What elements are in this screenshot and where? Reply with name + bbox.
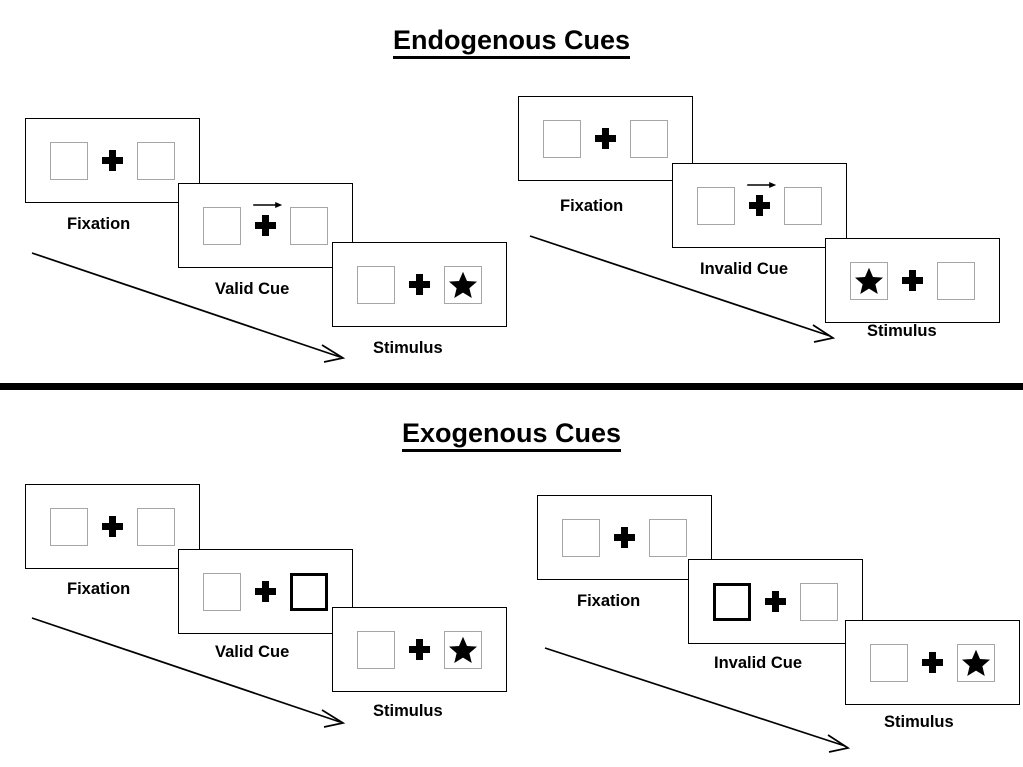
caption-endo-invalid-stimulus: Stimulus bbox=[867, 322, 937, 340]
caption-endo-valid-cue: Valid Cue bbox=[215, 280, 290, 298]
left-cued-box bbox=[713, 582, 751, 621]
section-title-endogenous-text: Endogenous Cues bbox=[392, 25, 630, 60]
caption-endo-invalid-cue: Invalid Cue bbox=[700, 260, 789, 278]
frame-content bbox=[50, 141, 175, 180]
right-placeholder-box bbox=[784, 186, 822, 225]
plus-icon bbox=[595, 128, 616, 149]
plus-icon bbox=[102, 150, 123, 171]
left-placeholder-box bbox=[543, 119, 581, 158]
left-placeholder-box bbox=[50, 141, 88, 180]
frame-content bbox=[357, 265, 482, 304]
frame-content bbox=[203, 572, 328, 611]
frame-endo-invalid-fixation[interactable] bbox=[518, 96, 693, 181]
frame-content bbox=[203, 202, 328, 245]
section-title-exogenous: Exogenous Cues bbox=[0, 418, 1023, 453]
star-icon bbox=[854, 266, 884, 296]
left-placeholder-box bbox=[203, 206, 241, 245]
plus-icon bbox=[255, 581, 276, 602]
plus-icon bbox=[765, 591, 786, 612]
plus-icon bbox=[409, 274, 430, 295]
frame-exo-valid-fixation[interactable] bbox=[25, 484, 200, 569]
left-placeholder-box bbox=[203, 572, 241, 611]
left-placeholder-box bbox=[50, 507, 88, 546]
right-placeholder-box bbox=[137, 141, 175, 180]
star-icon bbox=[448, 635, 478, 665]
frame-content bbox=[50, 507, 175, 546]
caption-exo-valid-cue: Valid Cue bbox=[215, 643, 290, 661]
caption-exo-valid-fixation: Fixation bbox=[67, 580, 131, 598]
frame-exo-invalid-cue[interactable] bbox=[688, 559, 863, 644]
plus-icon bbox=[922, 652, 943, 673]
arrow-right-icon bbox=[746, 182, 776, 188]
frame-content bbox=[713, 582, 838, 621]
left-placeholder-box bbox=[562, 518, 600, 557]
frame-endo-invalid-stimulus[interactable] bbox=[825, 238, 1000, 323]
frame-exo-invalid-stimulus[interactable] bbox=[845, 620, 1020, 705]
frame-endo-valid-cue[interactable] bbox=[178, 183, 353, 268]
caption-endo-valid-fixation: Fixation bbox=[67, 215, 131, 233]
left-placeholder-box bbox=[357, 630, 395, 669]
frame-exo-valid-cue[interactable] bbox=[178, 549, 353, 634]
caption-exo-valid-stimulus: Stimulus bbox=[373, 702, 443, 720]
left-placeholder-box bbox=[850, 261, 888, 300]
right-placeholder-box bbox=[800, 582, 838, 621]
right-cued-box bbox=[290, 572, 328, 611]
frame-endo-valid-fixation[interactable] bbox=[25, 118, 200, 203]
frame-content bbox=[870, 643, 995, 682]
right-placeholder-box bbox=[649, 518, 687, 557]
plus-icon bbox=[902, 270, 923, 291]
right-placeholder-box bbox=[137, 507, 175, 546]
time-flow-arrow-exo-invalid bbox=[544, 647, 851, 753]
frame-content bbox=[357, 630, 482, 669]
frame-endo-invalid-cue[interactable] bbox=[672, 163, 847, 248]
plus-icon bbox=[746, 182, 776, 216]
section-title-exogenous-text: Exogenous Cues bbox=[401, 418, 622, 453]
caption-exo-invalid-cue: Invalid Cue bbox=[714, 654, 803, 672]
right-placeholder-box bbox=[937, 261, 975, 300]
left-placeholder-box bbox=[870, 643, 908, 682]
right-placeholder-box bbox=[444, 630, 482, 669]
section-divider bbox=[0, 383, 1023, 390]
frame-content bbox=[697, 182, 822, 225]
frame-exo-valid-stimulus[interactable] bbox=[332, 607, 507, 692]
caption-endo-invalid-fixation: Fixation bbox=[560, 197, 624, 215]
section-title-endogenous: Endogenous Cues bbox=[0, 25, 1023, 60]
frame-exo-invalid-fixation[interactable] bbox=[537, 495, 712, 580]
left-placeholder-box bbox=[697, 186, 735, 225]
right-placeholder-box bbox=[444, 265, 482, 304]
star-icon bbox=[448, 270, 478, 300]
arrow-right-icon bbox=[252, 202, 282, 208]
left-placeholder-box bbox=[357, 265, 395, 304]
plus-icon bbox=[409, 639, 430, 660]
frame-content bbox=[562, 518, 687, 557]
plus-icon bbox=[614, 527, 635, 548]
star-icon bbox=[961, 648, 991, 678]
caption-exo-invalid-fixation: Fixation bbox=[577, 592, 641, 610]
caption-endo-valid-stimulus: Stimulus bbox=[373, 339, 443, 357]
caption-exo-invalid-stimulus: Stimulus bbox=[884, 713, 954, 731]
frame-endo-valid-stimulus[interactable] bbox=[332, 242, 507, 327]
plus-icon bbox=[102, 516, 123, 537]
plus-icon bbox=[252, 202, 282, 236]
frame-content bbox=[543, 119, 668, 158]
right-placeholder-box bbox=[957, 643, 995, 682]
right-placeholder-box bbox=[290, 206, 328, 245]
right-placeholder-box bbox=[630, 119, 668, 158]
frame-content bbox=[850, 261, 975, 300]
